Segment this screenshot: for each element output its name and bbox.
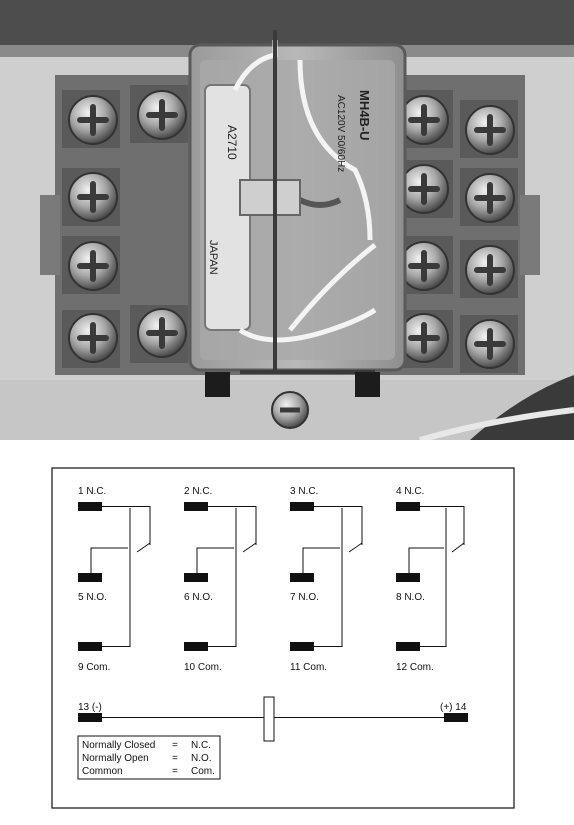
switch-arm-2 <box>242 542 257 553</box>
terminal-11-label: 11 Com. <box>290 662 327 673</box>
terminal-12-label: 12 Com. <box>396 662 434 673</box>
terminal-11 <box>290 642 314 651</box>
terminal-7 <box>290 573 314 582</box>
legend-term-nc: Normally Closed <box>82 740 155 751</box>
terminal-3 <box>290 502 314 511</box>
legend-term-no: Normally Open <box>82 753 149 764</box>
photo-top-shadow <box>0 0 574 45</box>
terminal-12 <box>396 642 420 651</box>
legend-abbr-no: N.O. <box>191 753 212 764</box>
legend-term-com: Common <box>82 766 123 777</box>
retaining-clip <box>240 30 375 374</box>
terminal-6 <box>184 573 208 582</box>
contact-set-2: 2 N.C. 6 N.O. 10 Com. <box>184 486 257 673</box>
terminal-5 <box>78 573 102 582</box>
terminal-9-label: 9 Com. <box>78 662 110 673</box>
relay-origin: JAPAN <box>207 240 219 275</box>
terminal-4 <box>396 502 420 511</box>
contact-set-1: 1 N.C. 5 N.O. 9 Com. <box>78 486 151 673</box>
terminal-1-label: 1 N.C. <box>78 486 106 497</box>
terminal-10-label: 10 Com. <box>184 662 222 673</box>
relay-model: MH4B-U <box>357 90 372 141</box>
terminal-6-label: 6 N.O. <box>184 592 213 603</box>
legend-abbr-nc: N.C. <box>191 740 211 751</box>
terminal-4-label: 4 N.C. <box>396 486 424 497</box>
terminal-13-label: 13 (-) <box>78 702 102 713</box>
terminal-14 <box>444 713 468 722</box>
coil-symbol <box>263 696 275 742</box>
terminal-5-label: 5 N.O. <box>78 592 107 603</box>
relay-photo: A2710 MH4B-U AC120V 50/60Hz JAPAN <box>0 0 574 440</box>
terminal-10 <box>184 642 208 651</box>
terminal-7-label: 7 N.O. <box>290 592 319 603</box>
terminal-14-label: (+) 14 <box>440 702 467 713</box>
legend-eq-no: = <box>172 753 178 764</box>
legend-box: Normally Closed = N.C. Normally Open = N… <box>77 735 221 780</box>
terminal-2 <box>184 502 208 511</box>
legend-abbr-com: Com. <box>191 766 215 777</box>
terminal-1 <box>78 502 102 511</box>
legend-eq-nc: = <box>172 740 178 751</box>
relay-wiring-diagram: 1 N.C. 5 N.O. 9 Com. 2 N.C. 6 N.O. 10 Co… <box>51 467 515 809</box>
terminal-3-label: 3 N.C. <box>290 486 318 497</box>
legend-eq-com: = <box>172 766 178 777</box>
switch-arm-3 <box>348 542 363 553</box>
terminal-8 <box>396 573 420 582</box>
switch-arm-4 <box>451 542 465 553</box>
terminal-screws <box>68 90 515 369</box>
coil-circuit: 13 (-) (+) 14 <box>78 696 468 742</box>
relay-part-number: A2710 <box>225 125 239 160</box>
contact-set-3: 3 N.C. 7 N.O. 11 Com. <box>290 486 363 673</box>
terminal-2-label: 2 N.C. <box>184 486 212 497</box>
switch-arm-1 <box>136 542 151 553</box>
terminal-13 <box>78 713 102 722</box>
terminal-9 <box>78 642 102 651</box>
terminal-8-label: 8 N.O. <box>396 592 425 603</box>
contact-set-4: 4 N.C. 8 N.O. 12 Com. <box>396 486 465 673</box>
relay-rating: AC120V 50/60Hz <box>335 95 346 172</box>
